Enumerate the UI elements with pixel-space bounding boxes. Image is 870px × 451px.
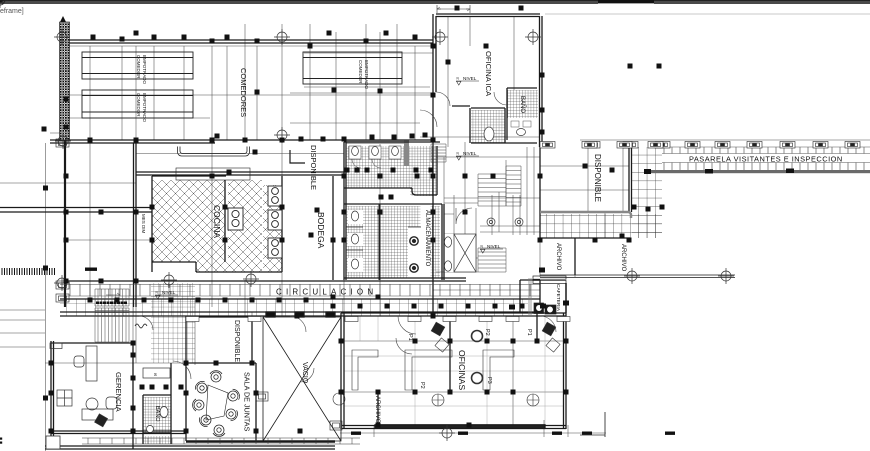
svg-text:BAÑO: BAÑO [154,406,161,422]
svg-text:P2: P2 [484,329,490,336]
svg-text:GERENCIA: GERENCIA [114,372,123,413]
svg-text:eframe]: eframe] [0,8,24,15]
svg-text:CIRCULACION: CIRCULACION [276,288,377,297]
svg-text:DISPONIBLE: DISPONIBLE [233,320,240,362]
svg-text:OFICINAS: OFICINAS [457,350,467,390]
svg-text:COMEDOR: COMEDOR [136,93,141,117]
svg-text:P3: P3 [486,377,492,384]
svg-text:EMPOTRADO: EMPOTRADO [142,93,147,123]
svg-text:CAFETERIA: CAFETERIA [555,284,561,312]
svg-text:PASARELA VISITANTES E INSPECCI: PASARELA VISITANTES E INSPECCION [689,155,843,164]
svg-text:DISPONIBLE: DISPONIBLE [593,154,602,202]
svg-text:COCINA: COCINA [212,205,222,238]
svg-text:COMEDORES: COMEDORES [239,68,248,117]
svg-text:MES DIM: MES DIM [141,214,146,234]
svg-text:EMPOTRADO: EMPOTRADO [364,60,369,90]
svg-text:P1: P1 [526,329,532,336]
svg-text:ARCHIVO: ARCHIVO [374,396,380,424]
svg-text:ARCHIVO: ARCHIVO [620,244,626,272]
svg-text:ALMACENAMIENTO: ALMACENAMIENTO [424,210,430,267]
svg-text:COMEDOR: COMEDOR [358,60,363,84]
svg-text:BAÑO: BAÑO [519,96,526,113]
svg-text:BODEGA: BODEGA [316,212,326,249]
svg-text:EMPOTRADO: EMPOTRADO [142,55,147,85]
svg-text:OFICINA ICA: OFICINA ICA [484,51,493,97]
svg-text:COMEDOR: COMEDOR [136,55,141,79]
svg-text:s: s [154,372,157,378]
svg-text:ARCHIVO: ARCHIVO [555,243,561,271]
svg-text:VACIO: VACIO [301,362,308,384]
svg-text:P1: P1 [407,334,413,341]
svg-text:DISPONIBLE: DISPONIBLE [309,145,318,190]
svg-text:SALA DE JUNTAS: SALA DE JUNTAS [243,372,252,432]
svg-text:P2: P2 [419,382,425,389]
